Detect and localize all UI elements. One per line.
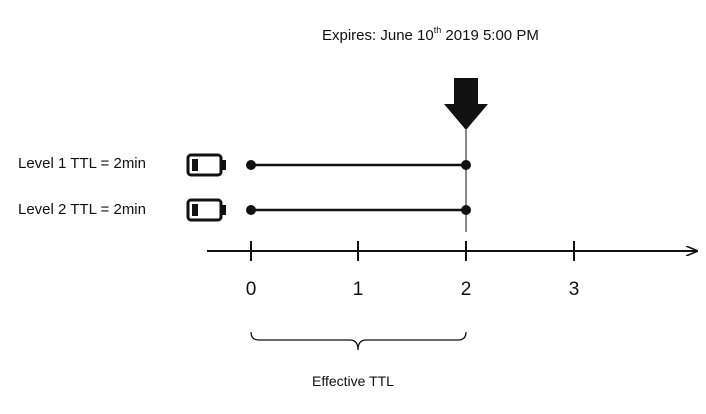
down-arrow-icon: [444, 78, 488, 130]
tick-label: 2: [460, 279, 472, 300]
tick-label: 3: [568, 279, 580, 300]
level-1-label: Level 1 TTL = 2min: [18, 155, 146, 172]
tick-label: 1: [352, 279, 364, 300]
ttl-end-dot: [461, 205, 471, 215]
level-1-ttl-line: [246, 160, 471, 170]
battery-icon: [186, 198, 226, 222]
level-2-label: Level 2 TTL = 2min: [18, 201, 146, 218]
ttl-start-dot: [246, 205, 256, 215]
tick-label: 0: [245, 279, 257, 300]
battery-icon: [186, 153, 226, 177]
effective-ttl-label: Effective TTL: [312, 373, 394, 389]
level-2-ttl-line: [246, 205, 471, 215]
expiry-label: Expires: June 10th 2019 5:00 PM: [322, 25, 539, 44]
ttl-end-dot: [461, 160, 471, 170]
ttl-start-dot: [246, 160, 256, 170]
effective-ttl-brace: [250, 331, 467, 351]
